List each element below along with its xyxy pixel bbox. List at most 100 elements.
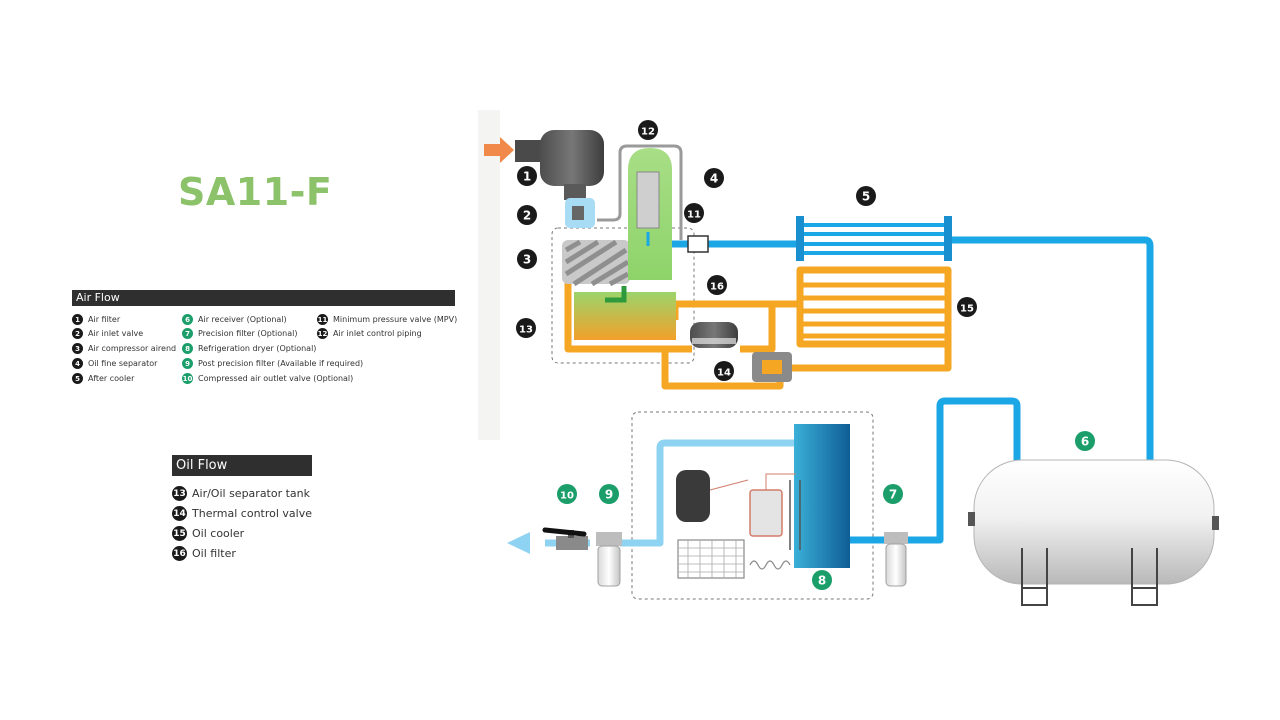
air-flow-item: 6 Air receiver (Optional) <box>182 314 287 325</box>
diagram-badge-2: 2 <box>517 205 537 225</box>
oil-flow-item: 15 Oil cooler <box>172 526 244 541</box>
air-flow-item-label: Air filter <box>88 315 121 324</box>
oil-flow-item-label: Oil filter <box>192 547 236 560</box>
air-flow-item-label: Oil fine separator <box>88 359 158 368</box>
air-flow-item-label: After cooler <box>88 374 135 383</box>
number-badge: 8 <box>182 343 193 354</box>
air-flow-item-label: Air compressor airend <box>88 344 177 353</box>
diagram-badge-10: 10 <box>557 484 577 504</box>
precision-filter <box>884 532 908 587</box>
diagram-badge-label: 3 <box>523 253 531 267</box>
diagram-badge-label: 16 <box>710 282 724 293</box>
air-flow-item: 3 Air compressor airend <box>72 343 176 354</box>
air-flow-item-label: Air receiver (Optional) <box>198 315 287 324</box>
oil-cooler-tubes <box>800 282 948 339</box>
model-title: SA11-F <box>178 170 333 214</box>
number-badge: 13 <box>172 486 187 501</box>
air-inlet-control-piping <box>597 144 683 240</box>
diagram-badge-3: 3 <box>517 249 537 269</box>
air-flow-item-label: Minimum pressure valve (MPV) <box>333 315 458 324</box>
diagram-badge-label: 6 <box>1081 435 1089 449</box>
air-inlet-arrow-icon <box>484 137 514 163</box>
oil-fine-separator <box>636 171 660 229</box>
dryer-dashed-box <box>631 411 874 600</box>
oil-flow-item-label: Thermal control valve <box>192 507 313 520</box>
air-flow-item: 11 Minimum pressure valve (MPV) <box>317 314 457 325</box>
air-flow-header: Air Flow <box>72 290 455 306</box>
number-badge: 3 <box>72 343 83 354</box>
airend-dashed-box <box>551 227 695 364</box>
thermal-valve-core <box>762 360 782 374</box>
oil-flow-item-label: Air/Oil separator tank <box>192 487 311 500</box>
air-flow-item-label: Air inlet control piping <box>333 329 422 338</box>
diagram-badge-label: 12 <box>641 127 655 138</box>
number-badge: 11 <box>317 314 328 325</box>
air-flow-item: 7 Precision filter (Optional) <box>182 328 297 339</box>
number-badge: 15 <box>172 526 187 541</box>
air-flow-item: 4 Oil fine separator <box>72 358 157 369</box>
oil-flow-item: 16 Oil filter <box>172 546 236 561</box>
air-flow-item: 2 Air inlet valve <box>72 328 143 339</box>
diagram-badge-label: 11 <box>687 210 701 221</box>
air-filter <box>515 130 604 200</box>
refrigeration-dryer <box>676 424 850 579</box>
diagram-badge-15: 15 <box>957 297 977 317</box>
number-badge: 6 <box>182 314 193 325</box>
diagram-badge-8: 8 <box>812 570 832 590</box>
oil-flow-header: Oil Flow <box>172 455 312 476</box>
diagram-badge-1: 1 <box>517 166 537 186</box>
air-flow-item: 8 Refrigeration dryer (Optional) <box>182 343 316 354</box>
diagram-badge-9: 9 <box>599 484 619 504</box>
air-receiver <box>968 459 1219 606</box>
air-flow-item-label: Air inlet valve <box>88 329 144 338</box>
air-flow-item-label: Precision filter (Optional) <box>198 329 298 338</box>
air-flow-item: 12 Air inlet control piping <box>317 328 422 339</box>
air-flow-item: 10 Compressed air outlet valve (Optional) <box>182 373 353 384</box>
diagram-badge-6: 6 <box>1075 431 1095 451</box>
number-badge: 2 <box>72 328 83 339</box>
compressed-air-outlet-valve <box>542 527 588 550</box>
diagram-badge-label: 7 <box>889 488 897 502</box>
air-flow-item-label: Post precision filter (Available if requ… <box>198 359 364 368</box>
background-band <box>478 110 500 440</box>
diagram-badge-11: 11 <box>684 203 704 223</box>
after-cooler-header-left <box>796 216 804 261</box>
air-flow-item-label: Compressed air outlet valve (Optional) <box>198 374 354 383</box>
diagram-badge-7: 7 <box>883 484 903 504</box>
number-badge: 12 <box>317 328 328 339</box>
air-compressor-airend <box>562 239 630 287</box>
after-cooler-header-right <box>944 216 952 261</box>
separator-inlet-pipe <box>605 286 627 303</box>
air-flow-item: 5 After cooler <box>72 373 134 384</box>
diagram-badge-label: 2 <box>523 209 531 223</box>
diagram-badge-label: 5 <box>862 190 870 204</box>
diagram-badge-16: 16 <box>707 275 727 295</box>
oil-flow-item-label: Oil cooler <box>192 527 245 540</box>
diagram-badge-14: 14 <box>714 361 734 381</box>
diagram-badge-label: 14 <box>717 368 731 379</box>
diagram-badge-12: 12 <box>638 120 658 140</box>
diagram-badge-label: 13 <box>519 325 533 336</box>
diagram-badge-label: 4 <box>710 172 718 186</box>
oil-flow-item: 13 Air/Oil separator tank <box>172 486 310 501</box>
diagram-badge-label: 10 <box>560 491 574 502</box>
diagram-badge-label: 1 <box>523 170 531 184</box>
number-badge: 10 <box>182 373 193 384</box>
number-badge: 4 <box>72 358 83 369</box>
number-badge: 1 <box>72 314 83 325</box>
post-precision-filter <box>596 532 622 587</box>
diagram-badge-label: 15 <box>960 304 974 315</box>
number-badge: 16 <box>172 546 187 561</box>
air-flow-item-label: Refrigeration dryer (Optional) <box>198 344 317 353</box>
diagram-badge-13: 13 <box>516 318 536 338</box>
diagram-badge-4: 4 <box>704 168 724 188</box>
number-badge: 9 <box>182 358 193 369</box>
number-badge: 5 <box>72 373 83 384</box>
oil-filter <box>690 322 738 348</box>
after-cooler-tubes <box>800 223 948 255</box>
diagram-badge-label: 9 <box>605 488 613 502</box>
air-flow-item: 9 Post precision filter (Available if req… <box>182 358 363 369</box>
number-badge: 7 <box>182 328 193 339</box>
